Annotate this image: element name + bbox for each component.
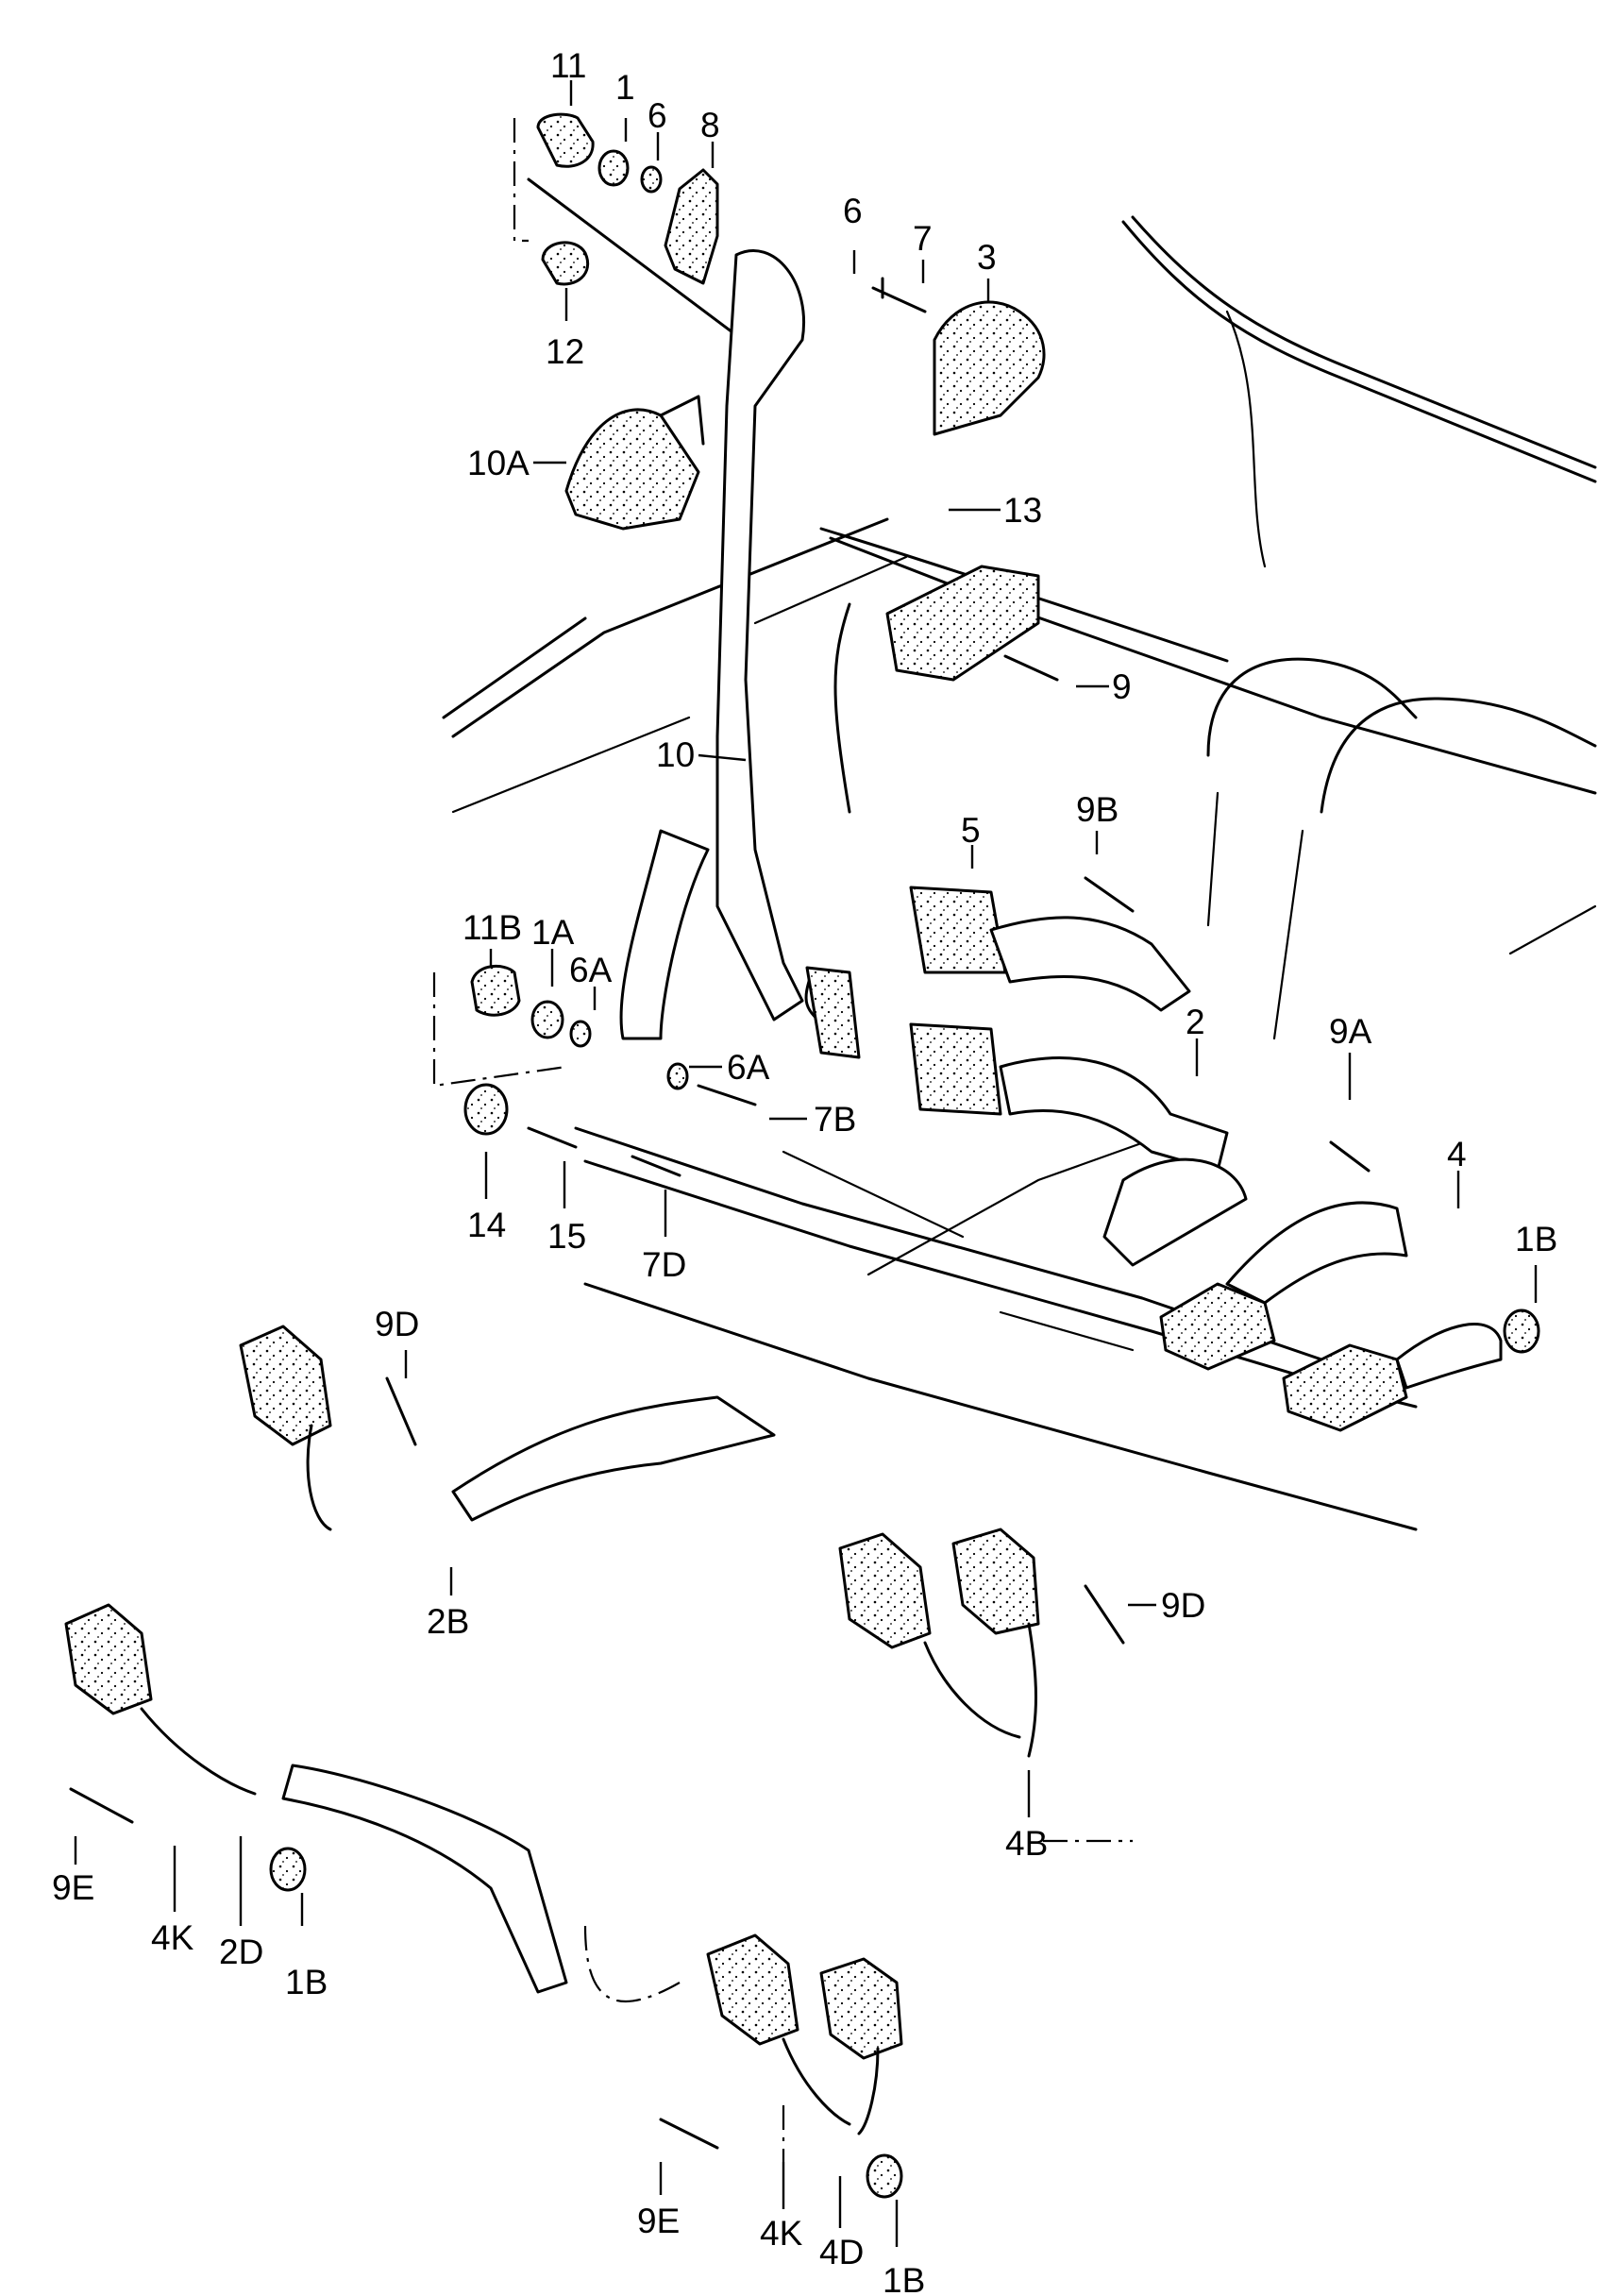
part-1b-washer-right — [1503, 1308, 1540, 1354]
callout-15: 15 — [547, 1217, 586, 1256]
belt-webbing — [281, 249, 1503, 1994]
rear-buckle-parts — [64, 1325, 1040, 2199]
part-12-cap — [541, 241, 590, 286]
callout-9d-mid: 9D — [1161, 1586, 1205, 1625]
leader-lines — [74, 80, 1538, 2247]
part-1-washer — [597, 149, 630, 187]
bolt-9b — [1084, 876, 1135, 913]
part-8-bracket — [664, 168, 719, 285]
part-3-cover — [933, 300, 1046, 436]
callout-2: 2 — [1186, 1003, 1205, 1041]
bolt-15 — [527, 1126, 578, 1149]
callout-10a: 10A — [467, 444, 530, 482]
callout-7d: 7D — [642, 1245, 686, 1284]
callout-11: 11 — [550, 46, 586, 85]
callout-11b: 11B — [463, 908, 522, 947]
part-4-buckle-b — [1282, 1343, 1408, 1432]
callout-4d: 4D — [819, 2233, 864, 2271]
bolt-7d — [631, 1155, 681, 1177]
buckle-2d-top — [64, 1603, 153, 1715]
callout-1a: 1A — [531, 913, 575, 952]
callout-6a: 6A — [569, 951, 613, 989]
washer-1b-left — [269, 1847, 307, 1892]
callout-3: 3 — [977, 238, 997, 277]
callout-8: 8 — [700, 106, 720, 144]
callout-9e-left: 9E — [52, 1868, 94, 1907]
callout-4: 4 — [1447, 1135, 1467, 1173]
buckle-4b-b — [951, 1528, 1040, 1635]
bolt-7 — [871, 277, 927, 313]
callout-7b: 7B — [814, 1100, 856, 1139]
callout-1b-right: 1B — [1515, 1220, 1557, 1258]
callout-6-right: 6 — [843, 192, 863, 230]
callout-4k-left: 4K — [151, 1918, 194, 1957]
callout-1b-left: 1B — [285, 1963, 328, 2001]
bolt-9a — [1329, 1140, 1371, 1173]
bolts — [69, 277, 1371, 2150]
bolt-7b — [697, 1084, 757, 1106]
callout-4b: 4B — [1005, 1824, 1048, 1863]
part-6a-washer-2 — [666, 1062, 689, 1090]
callout-9d-top: 9D — [375, 1305, 419, 1343]
callout-9: 9 — [1112, 667, 1132, 706]
center-lines — [432, 118, 1133, 2162]
part-belt-latch — [805, 966, 861, 1059]
callout-5: 5 — [961, 811, 981, 850]
callout-9a: 9A — [1329, 1012, 1372, 1051]
bolt-9e-bottom — [659, 2118, 719, 2150]
buckle-4b-a — [838, 1532, 932, 1649]
callout-10: 10 — [656, 735, 695, 774]
callout-1: 1 — [615, 68, 635, 107]
washer-1b-bottom — [866, 2153, 903, 2199]
part-11-spacer — [536, 112, 595, 168]
callout-2b: 2B — [427, 1602, 469, 1641]
bolt-9d-mid — [1084, 1584, 1125, 1645]
buckle-4d-a — [706, 1933, 799, 2046]
callout-7: 7 — [913, 219, 933, 258]
part-14-cap — [463, 1083, 509, 1136]
part-retractor — [885, 565, 1040, 682]
callout-1b-bottom: 1B — [883, 2261, 925, 2296]
callout-14: 14 — [467, 1206, 506, 1244]
part-10a-trim — [564, 408, 700, 531]
callout-12: 12 — [546, 332, 584, 371]
callout-4k-bottom: 4K — [760, 2214, 803, 2253]
callout-2d: 2D — [219, 1933, 263, 1971]
upper-anchor-parts — [463, 112, 1540, 1432]
part-4-buckle-a — [1159, 1282, 1276, 1371]
callout-6: 6 — [648, 96, 667, 135]
buckle-4d-b — [819, 1957, 903, 2060]
callout-6a-2: 6A — [727, 1048, 770, 1087]
buckle-2b-top — [239, 1325, 332, 1446]
part-6-washer — [640, 165, 663, 194]
callout-labels: 11 1 6 8 12 6 7 3 10A 13 9 10 9B 5 11B 1… — [52, 46, 1557, 2296]
part-2-buckle — [909, 1022, 1002, 1116]
part-6a-washer — [569, 1020, 592, 1048]
bolt-9d-top — [385, 1376, 417, 1446]
callout-9e-bottom: 9E — [637, 2202, 680, 2240]
bolt-9 — [1003, 654, 1059, 682]
callout-9b: 9B — [1076, 790, 1119, 829]
bolt-9e-left — [69, 1787, 134, 1824]
callout-13: 13 — [1003, 491, 1042, 530]
part-1a-washer — [530, 1000, 564, 1039]
part-11b-spacer — [470, 964, 521, 1017]
